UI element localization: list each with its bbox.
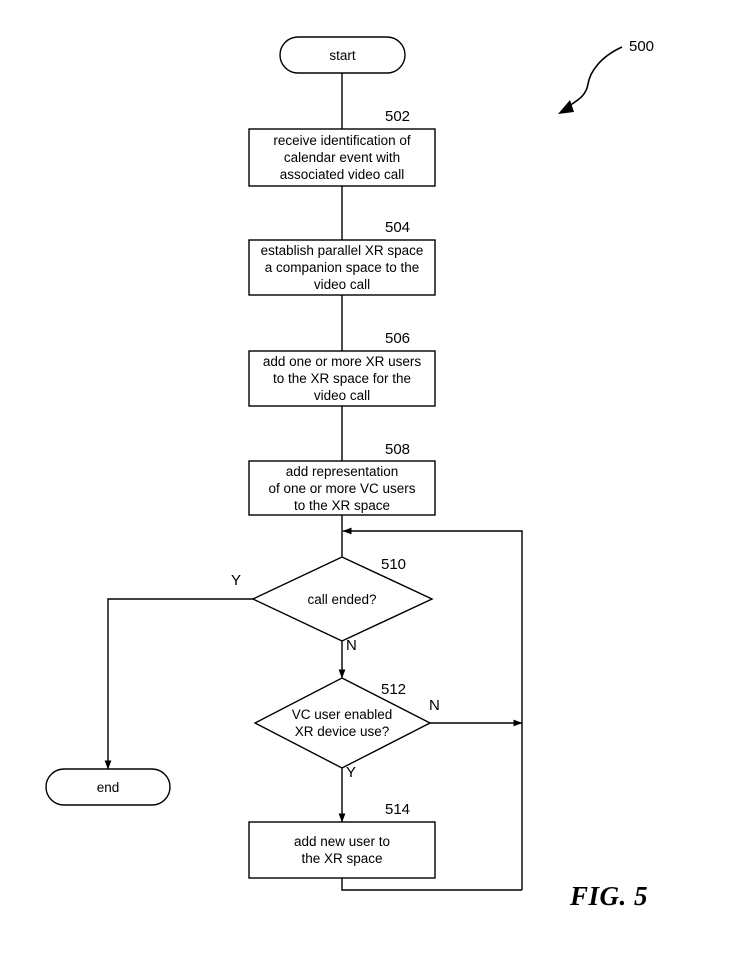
node-514-shape	[248, 821, 436, 879]
node-506-shape	[248, 350, 436, 407]
ref-numeral-502: 502	[385, 108, 411, 125]
ref-numeral-512: 512	[381, 681, 407, 698]
node-512-shape	[253, 677, 432, 769]
ref-numeral-504: 504	[385, 219, 411, 236]
ref-numeral-510: 510	[381, 556, 407, 573]
ref-numeral-514: 514	[385, 801, 411, 818]
node-510-shape	[251, 556, 434, 642]
reference-leader-500	[565, 46, 623, 109]
ref-numeral-508: 508	[385, 441, 411, 458]
node-end-shape	[45, 768, 171, 806]
figure-reference-numeral: 500	[629, 38, 655, 55]
branch-label-512-yes: Y	[346, 764, 357, 781]
edge-510-yes-to-end	[104, 598, 253, 770]
node-504-shape	[248, 239, 436, 296]
figure-caption: FIG. 5	[570, 881, 649, 911]
branch-label-510-yes: Y	[231, 572, 242, 589]
node-502-shape	[248, 128, 436, 187]
branch-label-512-no: N	[429, 697, 440, 714]
node-start-shape	[279, 36, 406, 74]
branch-label-510-no: N	[346, 637, 357, 654]
ref-numeral-506: 506	[385, 330, 411, 347]
edge-514-to-return	[341, 878, 522, 891]
edge-return-to-510	[342, 527, 523, 890]
reference-leader-arrowhead	[558, 100, 574, 114]
node-508-shape	[248, 460, 436, 516]
